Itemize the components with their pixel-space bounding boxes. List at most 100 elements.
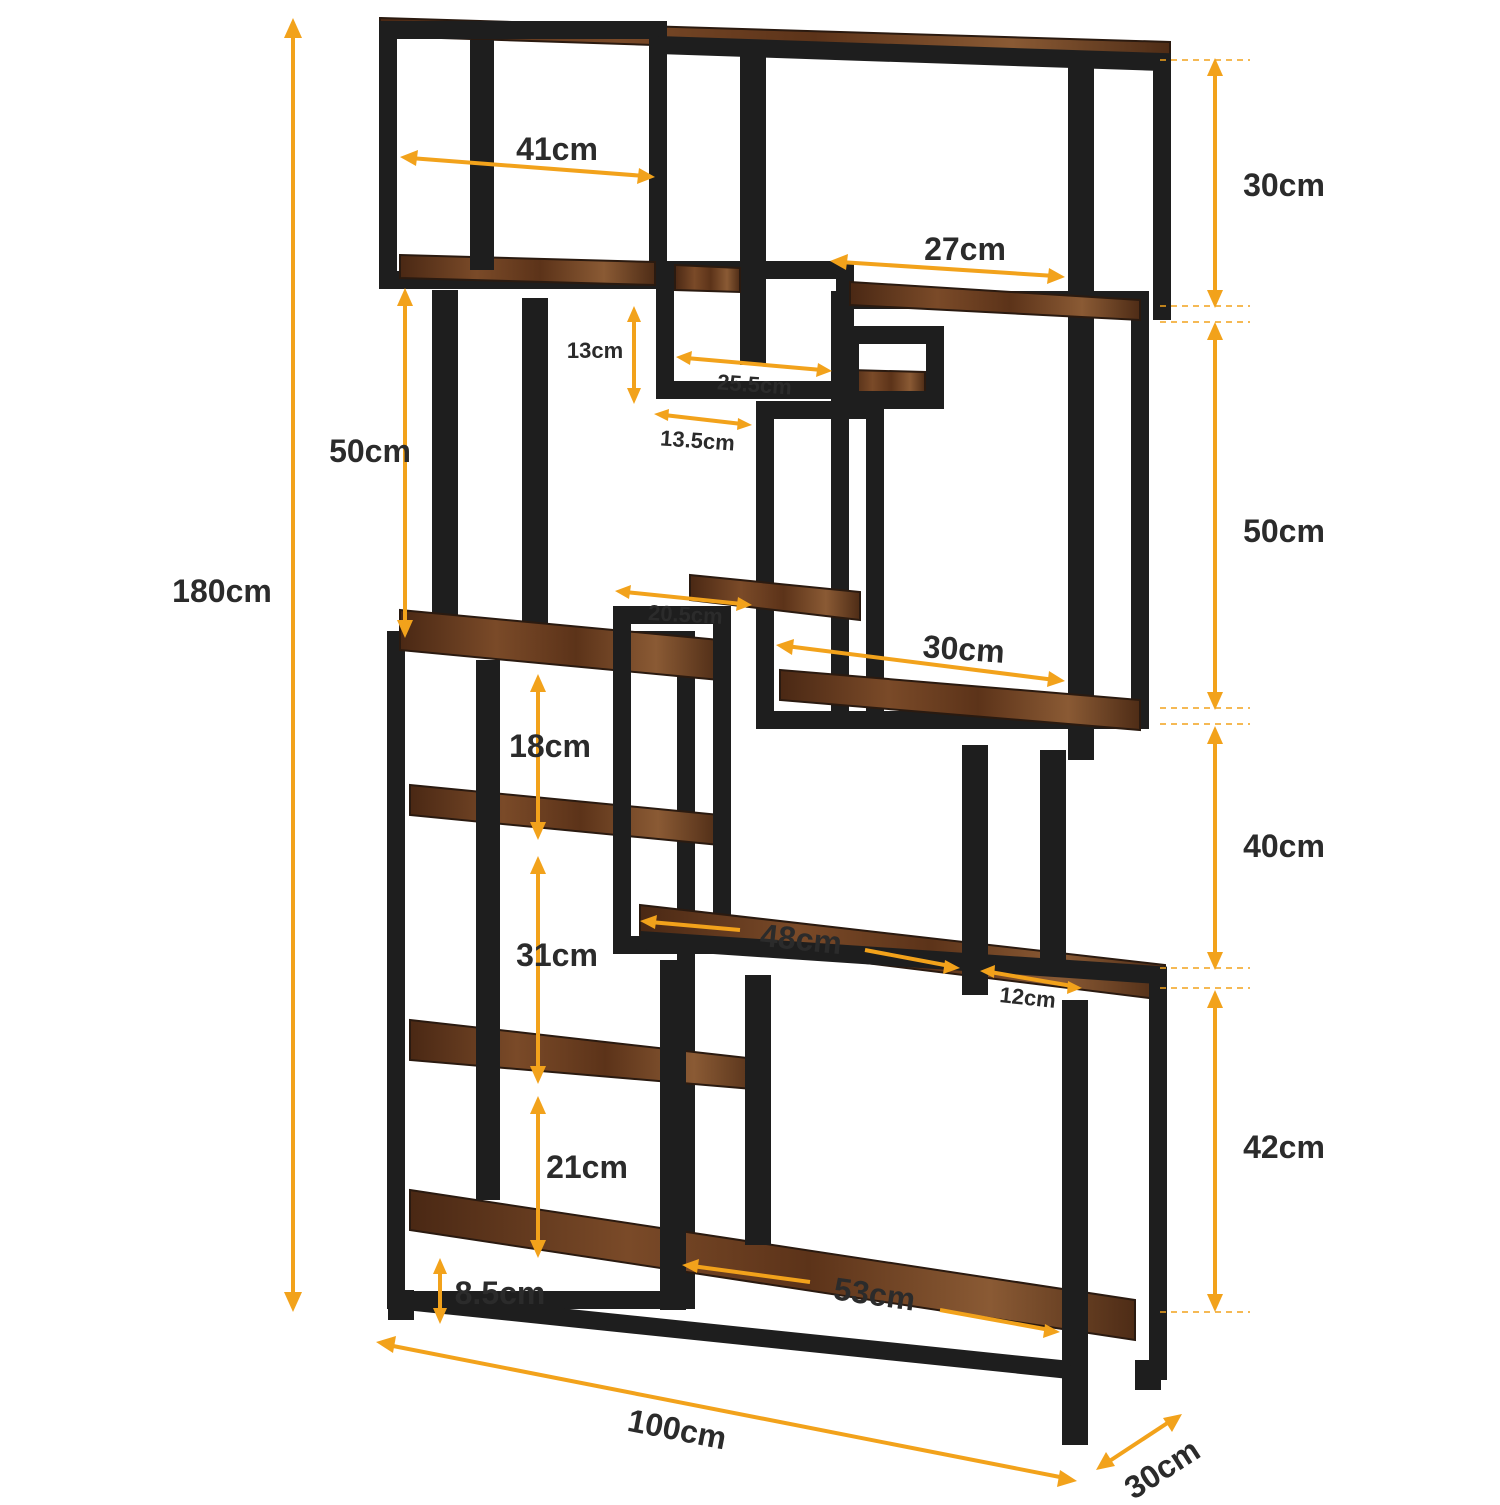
bookshelf [379,16,1171,1445]
arrow-icon [737,418,752,430]
lower-center-post-b [745,975,771,1245]
arrow-icon [397,288,413,306]
right-mid-width-label: 30cm [922,628,1006,670]
top-center-post [740,55,766,365]
total-height-label: 180cm [172,573,272,609]
arrow-icon [1207,692,1223,710]
arrow-icon [1047,268,1065,284]
left-upper-post-b [522,298,548,628]
arrow-icon [627,388,641,404]
upper-right-top-shelf [849,280,1141,322]
middle-long-width-label: 48cm [759,917,844,961]
left-shelf-2-height-label: 31cm [516,937,598,973]
arrow-icon [1096,1452,1115,1470]
center-step-width-label: 13.5cm [659,425,735,455]
arrow-icon [284,1292,302,1312]
top-right-post [1068,60,1094,760]
total-width-line [387,1343,1066,1480]
depth-label: 30cm [1118,1431,1206,1500]
arrow-icon [682,1259,699,1273]
arrow-icon [1057,1470,1077,1487]
arrow-icon [615,585,631,599]
arrow-icon [530,856,546,874]
right-front-foot [1062,1435,1088,1445]
top-left-width-label: 41cm [516,131,598,167]
middle-center-box [756,401,884,729]
left-upper-post-a [432,290,458,645]
center-small-shelf [674,263,741,294]
right-small-width-label: 12cm [998,982,1057,1013]
arrow-icon [640,915,657,929]
center-mid-width-label: 20.5cm [647,600,723,629]
dimension-lines [284,18,1250,1487]
right-small-width-line [989,970,1073,988]
center-small-width-line [685,356,823,372]
arrow-icon [654,409,669,421]
arrow-icon [530,674,546,692]
middle-long-width-line-b [864,948,951,968]
right-mid-shelf [779,668,1141,732]
arrow-icon [736,597,752,611]
right-lower-height-label: 42cm [1243,1129,1325,1165]
left-shelf-3-height-label: 21cm [546,1149,628,1185]
arrow-icon [830,254,848,270]
arrow-icon [1067,981,1082,994]
arrow-icon [637,168,655,184]
arrow-icon [1207,726,1223,744]
right-middle-height-label: 40cm [1243,828,1325,864]
middle-center-shelf [689,573,861,622]
arrow-icon [816,363,832,377]
arrow-icon [400,150,418,166]
right-top-height-label: 30cm [1243,167,1325,203]
middle-post-b [1040,750,1066,960]
arrow-icon [627,306,641,322]
left-tower-inner-post [476,660,500,1200]
top-left-inner-post [470,40,494,270]
top-right-shelf-width-line [839,260,1056,278]
top-right-shelf-width-label: 27cm [924,231,1006,267]
left-upper-height-label: 50cm [329,433,411,469]
depth-line [1103,1418,1174,1466]
lower-center-post-a [660,960,686,1310]
bottom-long-width-line-b [939,1308,1051,1332]
step-box [841,326,944,409]
right-back-foot [1135,1360,1161,1390]
arrow-icon [676,351,692,365]
center-mid-width-line [624,590,743,606]
right-upper-height-label: 50cm [1243,513,1325,549]
arrow-icon [943,960,960,974]
center-small-width-label: 25.5cm [716,369,792,399]
arrow-icon [776,639,794,655]
arrow-icon [1207,1294,1223,1312]
arrow-icon [1047,671,1065,687]
dimension-labels: 180cm 50cm 41cm 27cm 13cm 25.5cm 13.5cm … [172,131,1325,1505]
arrow-icon [1207,952,1223,970]
left-shelf-2 [409,1018,766,1092]
left-shelf-1-height-label: 18cm [509,728,591,764]
arrow-icon [530,822,546,840]
arrow-icon [284,18,302,38]
top-left-shelf [399,253,656,287]
center-step-width-line [663,413,743,426]
arrow-icon [980,965,995,978]
arrow-icon [530,1096,546,1114]
arrow-icon [1207,322,1223,340]
left-foot [388,1290,414,1320]
arrow-icon [433,1258,447,1274]
arrow-icon [1207,58,1223,76]
small-gap-height-label: 13cm [567,338,623,363]
arrow-icon [1207,290,1223,308]
left-shelf-1 [409,783,721,847]
arrow-icon [530,1240,546,1258]
arrow-icon [1163,1414,1182,1432]
top-left-width-line [409,156,646,178]
arrow-icon [1043,1324,1060,1338]
middle-long-width-line-a [649,920,741,932]
arrow-icon [397,620,413,638]
foot-height-label: 8.5cm [455,1275,546,1311]
left-shelf-bottom [409,1188,1136,1342]
right-mid-width-line [785,644,1056,682]
arrow-icon [530,1066,546,1084]
